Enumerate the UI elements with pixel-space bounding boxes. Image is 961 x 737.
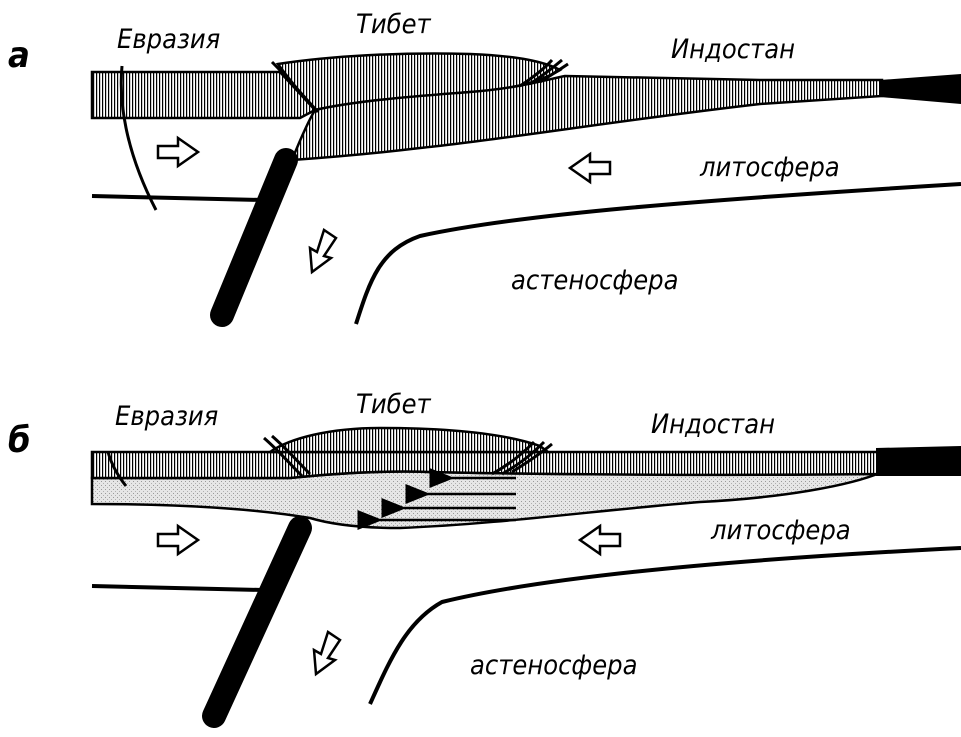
label-asthenosphere-a: астеносфера	[511, 265, 678, 296]
panel-a-letter: а	[8, 35, 30, 76]
indian-oceanic-b	[876, 446, 961, 476]
label-tibet-a: Тибет	[356, 9, 432, 40]
label-asthenosphere-b: астеносфера	[470, 650, 637, 681]
subducting-slab-b	[214, 528, 300, 716]
arrow-left-a	[570, 154, 610, 182]
subducting-slab-a	[222, 160, 286, 315]
eurasia-crust-a	[92, 72, 315, 118]
arrow-right-a	[158, 138, 198, 166]
panel-b: б Евразия Тибет	[8, 389, 961, 716]
panel-a: а Евразия Тибет Индостан литосфера асте	[8, 9, 961, 324]
tibet-crust-b	[270, 428, 548, 452]
upper-crust-b	[92, 452, 882, 478]
label-eurasia-a: Евразия	[117, 24, 220, 55]
arrow-left-b	[580, 526, 620, 554]
arrow-down-b	[314, 632, 340, 674]
label-hindustan-b: Индостан	[651, 409, 775, 440]
indian-lithosphere-base-a	[356, 184, 961, 324]
label-tibet-b: Тибет	[356, 389, 432, 420]
label-lithosphere-b: литосфера	[710, 515, 851, 546]
indian-lithosphere-base-b	[370, 548, 961, 704]
arrow-down-a	[310, 230, 336, 272]
eurasia-lithosphere-base-b	[92, 586, 262, 590]
arrow-right-b	[158, 526, 198, 554]
label-lithosphere-a: литосфера	[699, 152, 840, 183]
label-eurasia-b: Евразия	[115, 401, 218, 432]
label-hindustan-a: Индостан	[671, 34, 795, 65]
indian-oceanic-a	[880, 74, 961, 104]
eurasia-lithosphere-base-a	[92, 196, 262, 200]
panel-b-letter: б	[8, 420, 31, 461]
